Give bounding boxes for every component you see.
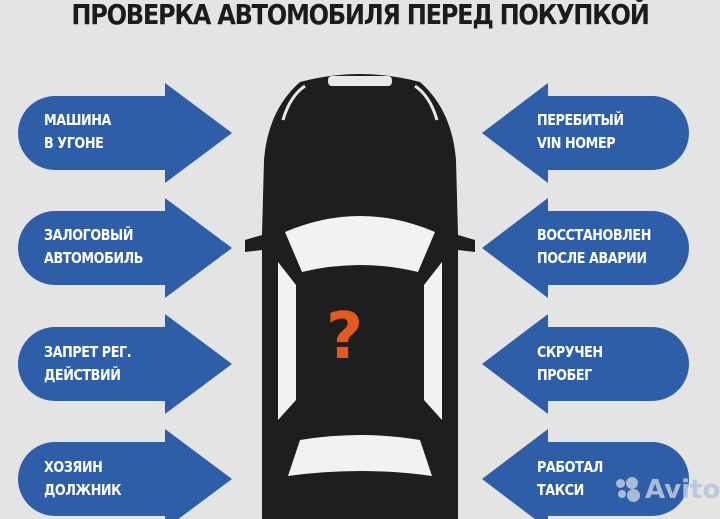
left-arrow-4 [18,429,232,519]
label-line: ПЕРЕБИТЫЙ [537,111,624,129]
label-line: ВОССТАНОВЛЕН [537,226,651,244]
avito-logo-icon [616,477,642,503]
label-line: СКРУЧЕН [537,343,603,361]
label-line: ТАКСИ [537,481,584,499]
left-label-4: ХОЗЯИН ДОЛЖНИК [44,456,122,502]
right-arrow-1 [482,83,689,183]
label-line: ПОСЛЕ АВАРИИ [537,249,647,267]
car-illustration [245,74,475,519]
label-line: ЗАПРЕТ РЕГ. [44,343,132,361]
left-arrow-1 [18,83,233,183]
label-line: ДОЛЖНИК [44,481,122,499]
avito-watermark: Avito [616,475,720,505]
label-line: ДЕЙСТВИЙ [44,366,121,384]
label-line: В УГОНЕ [44,134,104,152]
left-label-1: МАШИНА В УГОНЕ [44,109,111,155]
right-label-3: СКРУЧЕН ПРОБЕГ [537,341,603,387]
label-line: АВТОМОБИЛЬ [44,249,144,267]
right-arrow-3 [482,314,689,414]
label-line: ЗАЛОГОВЫЙ [44,226,134,244]
label-line: ХОЗЯИН [44,458,103,476]
label-line: ПРОБЕГ [537,366,592,384]
label-line: РАБОТАЛ [537,458,603,476]
left-label-3: ЗАПРЕТ РЕГ. ДЕЙСТВИЙ [44,341,132,387]
page-title: ПРОВЕРКА АВТОМОБИЛЯ ПЕРЕД ПОКУПКОЙ [71,0,649,31]
label-line: VIN НОМЕР [537,134,616,152]
right-label-2: ВОССТАНОВЛЕН ПОСЛЕ АВАРИИ [537,224,651,270]
question-mark-icon: ? [326,300,364,374]
avito-text: Avito [645,475,720,505]
right-label-1: ПЕРЕБИТЫЙ VIN НОМЕР [537,109,624,155]
right-arrow-2 [482,198,689,298]
right-label-4: РАБОТАЛ ТАКСИ [537,456,603,502]
label-line: МАШИНА [44,111,111,129]
left-arrow-3 [18,314,232,414]
left-arrow-2 [18,198,232,298]
left-label-2: ЗАЛОГОВЫЙ АВТОМОБИЛЬ [44,224,144,270]
